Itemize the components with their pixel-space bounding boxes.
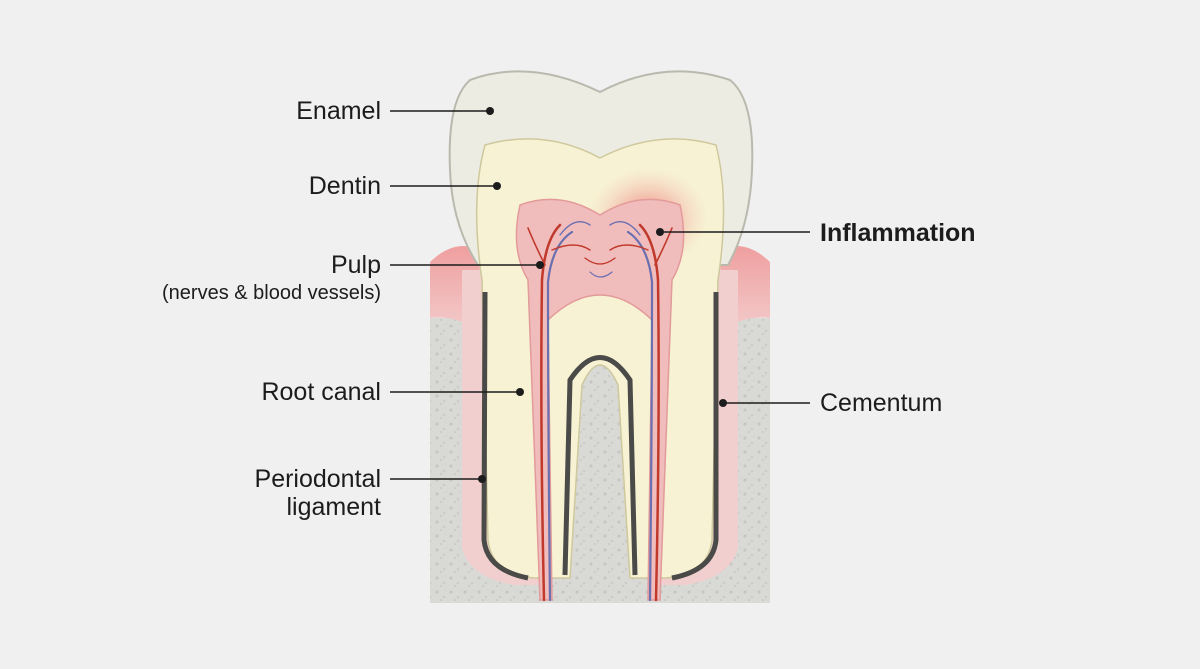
leader-dots bbox=[478, 107, 727, 483]
label-pulp: Pulp bbox=[330, 251, 381, 279]
cementum-inner bbox=[562, 355, 638, 576]
cementum-right bbox=[671, 292, 719, 581]
label-pulp-sub: (nerves & blood vessels) bbox=[162, 282, 381, 304]
label-dentin: Dentin bbox=[308, 172, 381, 200]
blood-vessels bbox=[527, 221, 673, 602]
leader-lines bbox=[390, 110, 810, 480]
pulp-chamber bbox=[515, 198, 685, 601]
label-inflammation: Inflammation bbox=[820, 219, 976, 247]
label-root-canal: Root canal bbox=[261, 378, 381, 406]
cementum-left bbox=[481, 291, 529, 581]
label-periodontal-line1: Periodontal bbox=[254, 465, 381, 493]
label-periodontal-line2: ligament bbox=[286, 493, 382, 521]
label-enamel: Enamel bbox=[296, 97, 381, 125]
label-cementum: Cementum bbox=[820, 389, 943, 417]
